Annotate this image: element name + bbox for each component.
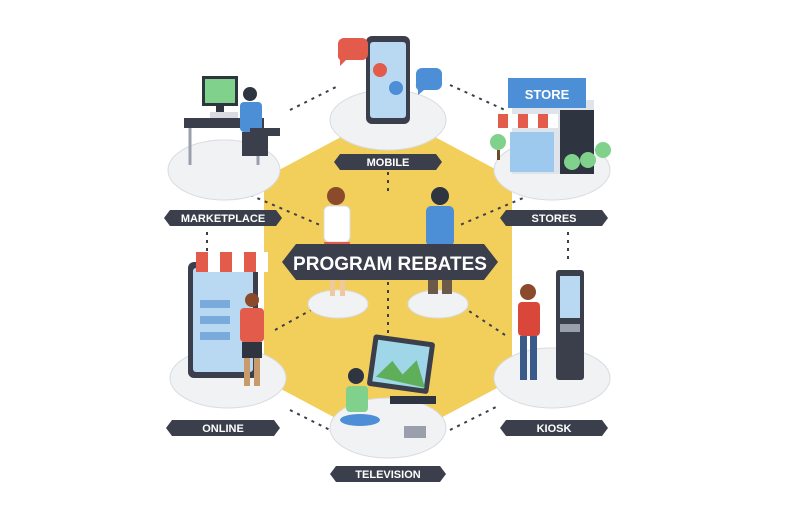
tag-kiosk: KIOSK [500,420,608,436]
connector-lines [206,84,569,431]
store-building-icon: STORE [490,78,611,174]
tag-kiosk-label: KIOSK [537,423,572,435]
kiosk-icon [518,270,584,380]
tag-stores-label: STORES [531,213,576,225]
tag-online: ONLINE [166,420,280,436]
desk-worker-icon [184,76,280,165]
tag-television-label: TELEVISION [355,469,420,481]
title-banner: PROGRAM REBATES [282,244,498,280]
store-sign-text: STORE [525,87,570,102]
platform-kiosk [493,347,611,409]
title-text: PROGRAM REBATES [293,254,487,275]
tag-marketplace: MARKETPLACE [164,210,282,226]
television-icon [340,334,436,438]
tag-mobile: MOBILE [334,154,442,170]
online-shop-icon [188,252,268,386]
platform-man [407,289,469,319]
tag-marketplace-label: MARKETPLACE [181,213,265,225]
platform-television [329,397,447,459]
tag-mobile-label: MOBILE [367,157,410,169]
tag-stores: STORES [500,210,608,226]
tag-television: TELEVISION [330,466,446,482]
platform-woman [307,289,369,319]
mobile-phone-icon [337,36,442,124]
tag-online-label: ONLINE [202,423,244,435]
